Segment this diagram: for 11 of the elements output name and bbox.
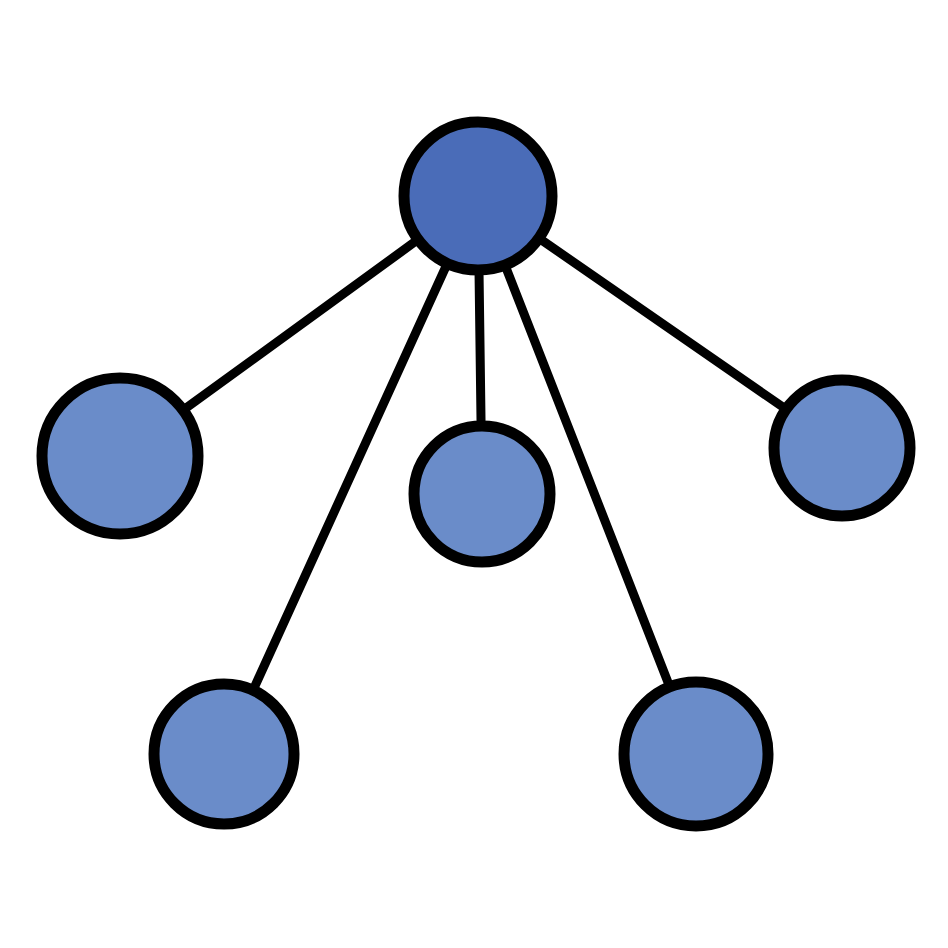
connector-line: [474, 271, 486, 425]
circle: [148, 678, 300, 830]
circle: [618, 676, 774, 832]
connector-line: [538, 236, 787, 411]
hub-circle: [398, 116, 558, 276]
connector-line: [250, 263, 450, 690]
connector-line: [183, 238, 419, 412]
connector-line: [502, 265, 673, 687]
circle: [768, 374, 916, 522]
circle: [36, 372, 204, 540]
circle: [408, 420, 556, 568]
